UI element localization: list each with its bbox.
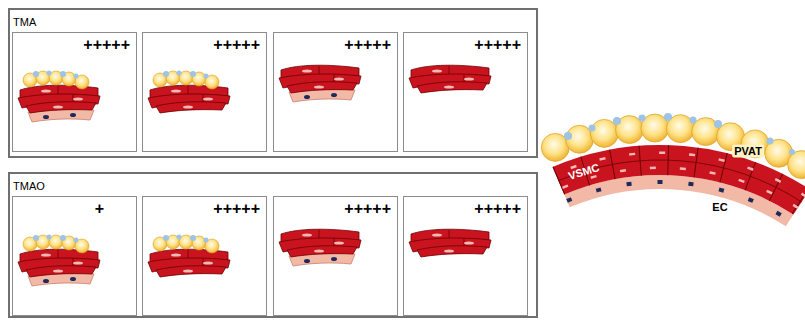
condition-box: +++++ <box>403 32 528 152</box>
smooth-muscle-layer <box>18 249 100 277</box>
condition-box: +++++ <box>142 32 267 152</box>
panel-box: TMAO++++++++++++++++ <box>8 172 538 318</box>
effect-level: +++++ <box>344 200 391 218</box>
condition-box: +++++ <box>403 196 528 316</box>
lipid-droplet <box>690 117 697 124</box>
effect-level: +++++ <box>213 200 260 218</box>
vessel-piece <box>409 229 491 257</box>
vessel-piece <box>148 71 230 114</box>
panel-box: TMA +++++ +++++ +++++ +++++ <box>8 8 538 158</box>
adipocyte-layer <box>23 71 89 90</box>
lipid-droplet <box>714 120 722 128</box>
lipid-droplet <box>564 132 572 140</box>
lipid-droplet <box>664 113 672 121</box>
panel-heading: TMA <box>13 16 36 29</box>
lipid-droplet <box>589 125 596 132</box>
tissue-label: VSMC <box>565 161 603 184</box>
lipid-droplet <box>767 138 774 145</box>
effect-level: +++++ <box>474 36 521 54</box>
smooth-muscle-layer <box>409 229 491 257</box>
vessel-piece <box>279 229 361 266</box>
tissue-label: EC <box>710 201 729 214</box>
smooth-muscle-layer <box>279 229 361 257</box>
vessel-piece <box>409 65 491 93</box>
smooth-muscle-layer <box>409 65 491 93</box>
vessel-wall <box>556 153 805 221</box>
lipid-droplet <box>639 115 646 122</box>
condition-box: +++++ <box>273 196 398 316</box>
label-holder: VSMC <box>565 161 603 184</box>
adipocyte-layer <box>153 71 219 90</box>
label-holder: EC <box>710 201 729 214</box>
vessel-piece <box>18 235 100 287</box>
condition-box: + <box>12 196 137 316</box>
adipocyte-layer <box>23 235 89 254</box>
effect-level: +++++ <box>83 36 130 54</box>
vessel-piece <box>18 71 100 123</box>
effect-level: +++++ <box>474 200 521 218</box>
effect-level: + <box>95 200 104 218</box>
lipid-droplet <box>613 117 621 125</box>
smooth-muscle-layer <box>148 249 230 277</box>
smooth-muscle-layer <box>148 85 230 113</box>
smooth-muscle-band <box>558 160 801 202</box>
smooth-muscle-layer <box>279 65 361 93</box>
condition-box: +++++ <box>12 32 137 152</box>
vessel-piece <box>279 65 361 102</box>
panel-heading: TMAO <box>13 180 45 193</box>
condition-box: +++++ <box>142 196 267 316</box>
smooth-muscle-cell-borders <box>558 160 801 202</box>
label-holder: PVAT <box>732 145 764 158</box>
effect-level: +++++ <box>213 36 260 54</box>
vessel-piece <box>148 235 230 278</box>
tissue-label: PVAT <box>732 145 764 158</box>
effect-level: +++++ <box>344 36 391 54</box>
adipocyte-layer <box>153 235 219 254</box>
smooth-muscle-layer <box>18 85 100 113</box>
adipocyte <box>788 151 805 179</box>
lipid-droplet <box>789 149 795 155</box>
condition-box: +++++ <box>273 32 398 152</box>
smooth-muscle-layer-line <box>558 160 801 202</box>
